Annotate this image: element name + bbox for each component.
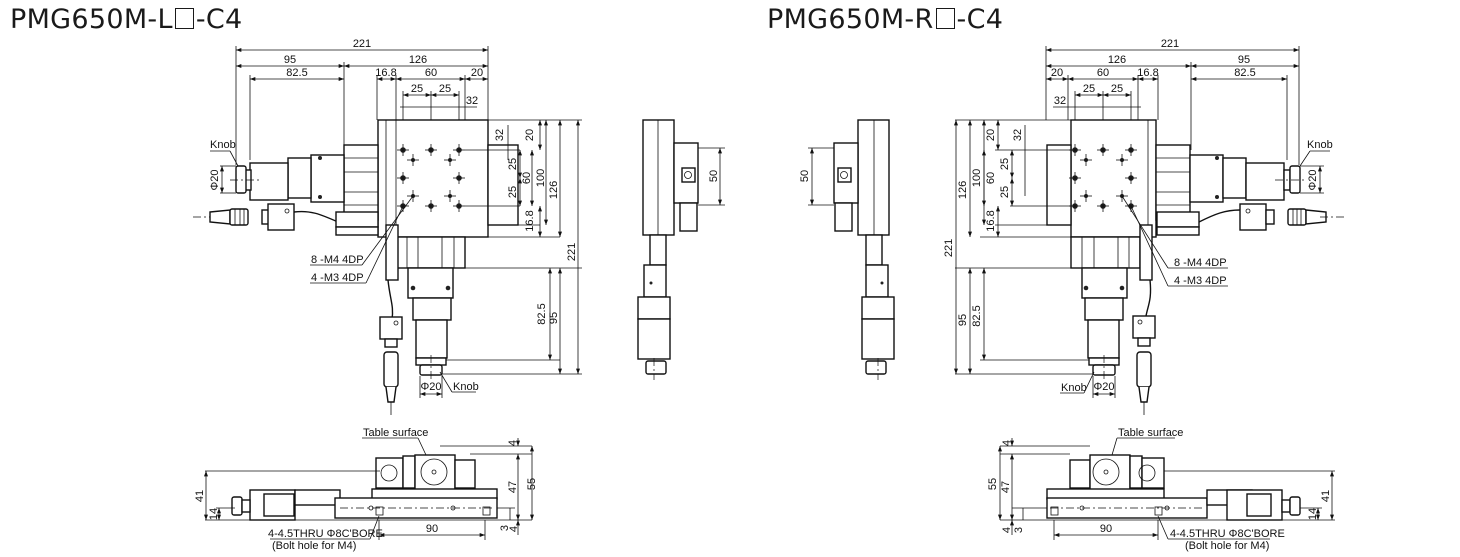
front-dim-47: 47	[1000, 481, 1012, 493]
dim-v-32: 32	[494, 129, 506, 141]
dim-25a: 25	[1083, 83, 1095, 95]
knob-label-bottom: Knob	[453, 381, 479, 393]
front-dim-14: 14	[208, 508, 220, 520]
dim-v-16-8: 16.8	[985, 210, 997, 231]
dim-v-25b: 25	[507, 186, 519, 198]
side-dim-50: 50	[708, 170, 720, 182]
variant-box-icon	[174, 8, 194, 29]
dim-95: 95	[284, 54, 296, 66]
dim-v-20: 20	[524, 129, 536, 141]
dim-v-221: 221	[566, 243, 578, 261]
knob-diameter-bottom: Φ20	[1093, 381, 1114, 393]
front-dim-41: 41	[1320, 490, 1332, 502]
right-side-view: 50	[799, 119, 895, 380]
dim-20: 20	[1051, 67, 1063, 79]
dim-126: 126	[1108, 54, 1126, 66]
left-title-suffix: -C4	[195, 4, 243, 35]
dim-v-126: 126	[548, 181, 560, 199]
front-dim-55: 55	[526, 478, 538, 490]
dim-25a: 25	[411, 83, 423, 95]
front-dim-90: 90	[1100, 523, 1112, 535]
left-front-view: 4 47 55 41 14 3 4 90 Table surface 4-4.5…	[194, 427, 538, 552]
dim-20: 20	[471, 67, 483, 79]
dim-v-82-5: 82.5	[536, 303, 548, 324]
dim-16-8: 16.8	[375, 67, 396, 79]
dim-60: 60	[425, 67, 437, 79]
dim-32: 32	[466, 95, 478, 107]
dim-16-8: 16.8	[1137, 67, 1158, 79]
bolt-note-line1: 4-4.5THRU Φ8C'BORE	[1170, 528, 1285, 540]
dim-82-5: 82.5	[1234, 67, 1255, 79]
front-dim-3: 3	[499, 525, 511, 531]
dim-126: 126	[409, 54, 427, 66]
knob-diameter-right: Φ20	[1307, 169, 1319, 190]
bolt-note-line2: (Bolt hole for M4)	[1185, 540, 1269, 552]
front-dim-4-bottom: 4	[508, 526, 520, 532]
dim-221: 221	[353, 38, 371, 50]
front-dim-4-bottom: 4	[1001, 527, 1013, 533]
right-front-view: 4 47 55 41 14 3 4 90 Table surface 4-4.5…	[987, 427, 1335, 552]
callout-m4: 8 -M4 4DP	[311, 254, 364, 266]
callout-m3: 4 -M3 4DP	[311, 272, 364, 284]
knob-label-bottom: Knob	[1061, 382, 1087, 394]
dim-60: 60	[1097, 67, 1109, 79]
dim-v-60: 60	[521, 172, 533, 184]
knob-diameter-left: Φ20	[209, 169, 221, 190]
table-surface-label: Table surface	[363, 427, 428, 439]
dim-v-60: 60	[985, 172, 997, 184]
dim-32: 32	[1054, 95, 1066, 107]
knob-diameter-bottom: Φ20	[420, 381, 441, 393]
dim-v-25a: 25	[999, 158, 1011, 170]
dim-25b: 25	[439, 83, 451, 95]
dim-221: 221	[1161, 38, 1179, 50]
front-dim-55: 55	[987, 478, 999, 490]
dim-v-95: 95	[957, 314, 969, 326]
dim-v-16-8: 16.8	[524, 210, 536, 231]
right-title-suffix: -C4	[956, 4, 1004, 35]
left-title-prefix: PMG650M-L	[10, 4, 173, 35]
table-surface-label: Table surface	[1118, 427, 1183, 439]
dim-v-32: 32	[1012, 129, 1024, 141]
left-side-view: 50	[637, 119, 725, 380]
dim-v-100: 100	[535, 169, 547, 187]
left-model-title: PMG650M-L -C4	[10, 4, 243, 35]
dim-v-25b: 25	[999, 186, 1011, 198]
front-dim-47: 47	[507, 481, 519, 493]
dim-82-5: 82.5	[286, 67, 307, 79]
bolt-note-line1: 4-4.5THRU Φ8C'BORE	[268, 528, 383, 540]
dim-v-126: 126	[957, 181, 969, 199]
dim-v-82-5: 82.5	[971, 305, 983, 326]
callout-m4: 8 -M4 4DP	[1174, 257, 1227, 269]
right-model-title: PMG650M-R -C4	[767, 4, 1003, 35]
knob-label-left: Knob	[210, 139, 236, 151]
callout-m3: 4 -M3 4DP	[1174, 275, 1227, 287]
dim-95: 95	[1238, 54, 1250, 66]
knob-label-right: Knob	[1307, 139, 1333, 151]
front-dim-3: 3	[1013, 527, 1025, 533]
front-dim-90: 90	[426, 523, 438, 535]
dim-v-221: 221	[943, 239, 955, 257]
front-dim-14: 14	[1307, 508, 1319, 520]
right-top-view: 221 126 95 20 60 16.8 82.5 25 25 32	[943, 38, 1345, 415]
dim-v-20: 20	[985, 129, 997, 141]
right-title-prefix: PMG650M-R	[767, 4, 934, 35]
dim-v-100: 100	[971, 169, 983, 187]
dim-25b: 25	[1111, 83, 1123, 95]
front-dim-4-top: 4	[507, 440, 519, 446]
front-dim-41: 41	[194, 490, 206, 502]
bolt-note-line2: (Bolt hole for M4)	[272, 540, 356, 552]
variant-box-icon	[935, 8, 955, 29]
left-top-view: 221 95 126 82.5 16.8 60 20 25 25 32	[193, 38, 582, 415]
side-dim-50: 50	[799, 170, 811, 182]
front-dim-4-top: 4	[1001, 440, 1013, 446]
dim-v-25a: 25	[507, 158, 519, 170]
